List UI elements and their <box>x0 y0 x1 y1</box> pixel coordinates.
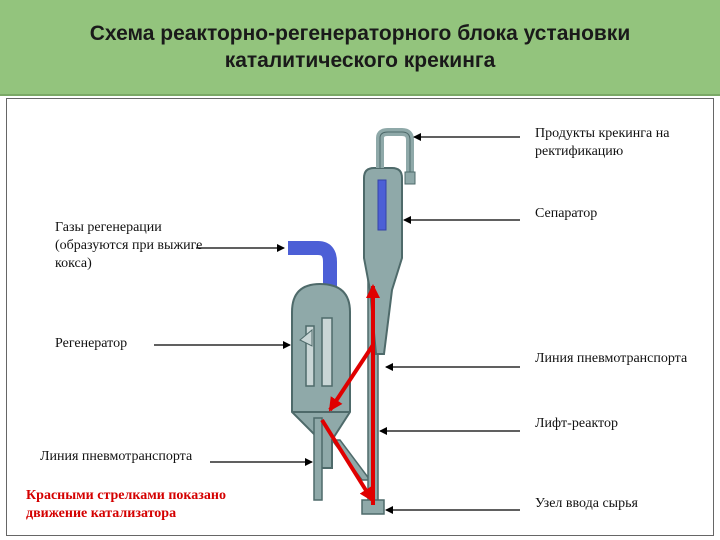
label-separator: Сепаратор <box>535 206 598 221</box>
catalyst-arrow-to-regen <box>328 343 375 412</box>
diagram-panel <box>6 98 714 536</box>
outlet-flange <box>404 171 416 185</box>
label-products: Продукты крекинга на ректификацию <box>535 126 670 159</box>
pneumo-line-left-pipe <box>313 417 323 501</box>
products-outlet-pipe <box>376 128 414 172</box>
label-feed-unit: Узел ввода сырья <box>535 496 638 511</box>
title-line-1: Схема реакторно-регенераторного блока ус… <box>89 22 631 45</box>
title-banner: Схема реакторно-регенераторного блока ус… <box>0 0 720 96</box>
catalyst-arrow-down <box>320 418 374 502</box>
title-line-2: каталитического крекинга <box>224 49 496 72</box>
catalyst-flow-note: Красными стрелками показано движение кат… <box>26 488 226 521</box>
cyclone-2 <box>321 317 333 387</box>
label-regenerator: Регенератор <box>55 336 128 351</box>
label-pneumo-left: Линия пневмотранспорта <box>40 449 193 464</box>
separator-cyclone <box>377 179 387 231</box>
label-pneumo-right: Линия пневмотранспорта <box>535 351 688 366</box>
label-regen-gases: Газы регенерации (образуются при выжиге … <box>55 220 203 271</box>
cyclone-cone <box>299 328 313 347</box>
flue-gas-pipe <box>288 241 337 290</box>
cyclone-1 <box>305 325 315 387</box>
label-lift-reactor: Лифт-реактор <box>535 416 618 431</box>
